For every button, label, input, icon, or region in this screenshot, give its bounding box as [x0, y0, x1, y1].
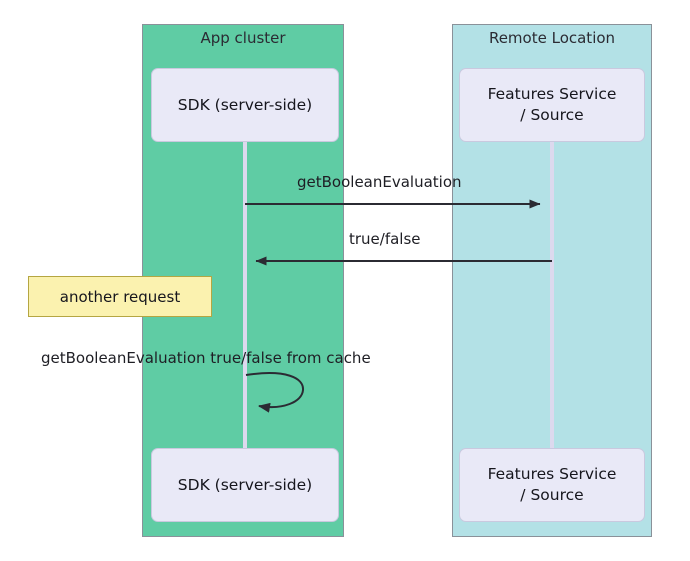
participant-label-sdk-top: SDK (server-side) — [177, 95, 313, 114]
group-title-remote-location: Remote Location — [488, 29, 616, 47]
participant-label-features-service-bottom-line2: / Source — [520, 486, 584, 504]
participant-box-features-service-bottom[interactable]: Features Service / Source — [459, 448, 645, 522]
participant-box-features-service-top[interactable]: Features Service / Source — [459, 68, 645, 142]
participant-label-sdk-bottom: SDK (server-side) — [177, 475, 313, 494]
participant-label-features-service-bottom-line1: Features Service — [487, 465, 617, 483]
group-title-app-cluster: App cluster — [200, 29, 286, 47]
lifeline-sdk-server-side — [243, 142, 247, 449]
lifeline-features-service-source — [550, 142, 554, 449]
note-another-request: another request — [28, 276, 212, 317]
note-label-another-request: another request — [59, 287, 181, 306]
participant-box-sdk-server-side-top[interactable]: SDK (server-side) — [151, 68, 339, 142]
participant-label-features-service-top-line1: Features Service — [487, 85, 617, 103]
participant-label-features-service-bottom: Features Service / Source — [488, 464, 617, 506]
message-label-true-false-response: true/false — [349, 230, 421, 248]
message-label-get-boolean-evaluation-from-cache: getBooleanEvaluation true/false from cac… — [41, 349, 371, 367]
participant-label-features-service-top-line2: / Source — [520, 106, 584, 124]
participant-box-sdk-server-side-bottom[interactable]: SDK (server-side) — [151, 448, 339, 522]
message-label-get-boolean-evaluation-request: getBooleanEvaluation — [297, 173, 462, 191]
participant-label-features-service-top: Features Service / Source — [488, 84, 617, 126]
